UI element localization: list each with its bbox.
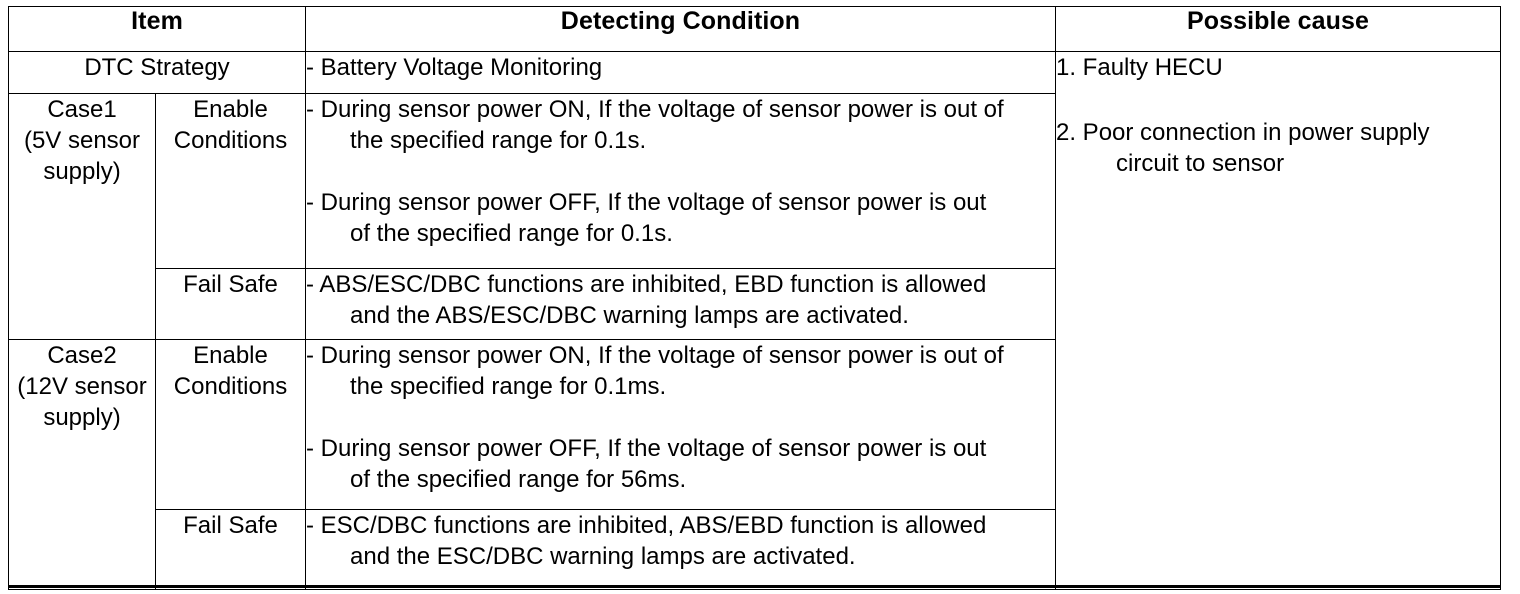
cell-case2-fail-safe-text: - ESC/DBC functions are inhibited, ABS/E… [305, 509, 1056, 590]
case1-fail-safe-line-1: - ABS/ESC/DBC functions are inhibited, E… [306, 271, 987, 298]
case2-enable-bullet-2-line-1: - During sensor power OFF, If the voltag… [306, 435, 987, 462]
case2-enable-label-line-1: Enable [193, 342, 268, 369]
cell-case1-enable-label: Enable Conditions [155, 93, 306, 269]
column-header-possible-cause: Possible cause [1055, 6, 1501, 52]
possible-cause-item-2: 2. Poor connection in power supply circu… [1056, 117, 1500, 179]
cell-case2-enable-condition-text: - During sensor power ON, If the voltage… [305, 339, 1056, 510]
dtc-detecting-condition-table: Item Detecting Condition Possible cause … [8, 6, 1501, 590]
cell-case2-label: Case2 (12V sensor supply) [8, 339, 156, 590]
column-header-detecting-condition: Detecting Condition [305, 6, 1056, 52]
case2-enable-label-lines: Enable Conditions [156, 340, 305, 402]
possible-cause-item-2-line-2: circuit to sensor [1116, 150, 1285, 177]
case2-enable-bullet-2: - During sensor power OFF, If the voltag… [306, 433, 1055, 495]
cell-case2-enable-label: Enable Conditions [155, 339, 306, 510]
cell-case2-fail-safe-label: Fail Safe [155, 509, 306, 590]
table-row-case2-fail-safe: Fail Safe - ESC/DBC functions are inhibi… [9, 509, 1501, 590]
table-header-row: Item Detecting Condition Possible cause [8, 6, 1501, 52]
possible-cause-item-1: 1. Faulty HECU [1056, 54, 1223, 81]
case1-enable-bullet-1-line-2: the specified range for 0.1s. [350, 127, 647, 154]
case1-enable-bullet-1: - During sensor power ON, If the voltage… [306, 94, 1055, 156]
cell-dtc-strategy-condition: - Battery Voltage Monitoring [305, 51, 1056, 94]
case1-enable-bullet-1-line-1: - During sensor power ON, If the voltage… [306, 96, 1004, 123]
case1-enable-label-line-2: Conditions [173, 127, 288, 154]
case1-label-lines: Case1 (5V sensor supply) [9, 94, 155, 187]
case1-label-line-2: (5V sensor [23, 127, 141, 154]
case2-label-lines: Case2 (12V sensor supply) [9, 340, 155, 433]
table-row-case2-enable-conditions: Case2 (12V sensor supply) Enable Conditi… [8, 339, 1501, 590]
cell-case1-label: Case1 (5V sensor supply) [8, 93, 156, 340]
case2-enable-bullet-2-line-2: of the specified range for 56ms. [350, 466, 687, 493]
case2-enable-bullet-1-line-1: - During sensor power ON, If the voltage… [306, 342, 1004, 369]
table-row-dtc-strategy: DTC Strategy - Battery Voltage Monitorin… [8, 51, 1501, 590]
column-header-item: Item [8, 6, 306, 52]
cell-dtc-strategy-label: DTC Strategy [8, 51, 306, 94]
case2-label-line-1: Case2 [47, 342, 117, 369]
cell-case1-enable-condition-text: - During sensor power ON, If the voltage… [305, 93, 1056, 269]
table-row-case1-fail-safe: Fail Safe - ABS/ESC/DBC functions are in… [9, 268, 1501, 340]
cell-case1-fail-safe-label: Fail Safe [155, 268, 306, 340]
case1-label-line-3: supply) [43, 158, 121, 185]
table-row-case1-enable-conditions: Case1 (5V sensor supply) Enable Conditio… [8, 93, 1501, 340]
case1-enable-bullet-2-line-2: of the specified range for 0.1s. [350, 220, 673, 247]
case2-fail-safe-bullet: - ESC/DBC functions are inhibited, ABS/E… [306, 510, 1055, 572]
case2-enable-bullet-1-line-2: the specified range for 0.1ms. [350, 373, 667, 400]
case2-enable-bullet-1: - During sensor power ON, If the voltage… [306, 340, 1055, 402]
case1-label-line-1: Case1 [47, 96, 117, 123]
case2-fail-safe-line-2: and the ESC/DBC warning lamps are activa… [350, 543, 856, 570]
case2-fail-safe-line-1: - ESC/DBC functions are inhibited, ABS/E… [306, 512, 987, 539]
case1-enable-bullet-2: - During sensor power OFF, If the voltag… [306, 187, 1055, 249]
table-bottom-border [8, 585, 1500, 588]
case1-enable-label-lines: Enable Conditions [156, 94, 305, 156]
case1-fail-safe-line-2: and the ABS/ESC/DBC warning lamps are ac… [350, 302, 909, 329]
possible-cause-item-2-line-1: 2. Poor connection in power supply [1056, 119, 1430, 146]
cell-case1-fail-safe-text: - ABS/ESC/DBC functions are inhibited, E… [305, 268, 1056, 340]
case2-enable-label-line-2: Conditions [173, 373, 288, 400]
case1-fail-safe-bullet: - ABS/ESC/DBC functions are inhibited, E… [306, 269, 1055, 331]
case1-enable-bullet-2-line-1: - During sensor power OFF, If the voltag… [306, 189, 987, 216]
case2-label-line-2: (12V sensor [17, 373, 147, 400]
case1-enable-label-line-1: Enable [193, 96, 268, 123]
cell-possible-cause-content: 1. Faulty HECU 2. Poor connection in pow… [1055, 51, 1501, 590]
case2-label-line-3: supply) [43, 404, 121, 431]
